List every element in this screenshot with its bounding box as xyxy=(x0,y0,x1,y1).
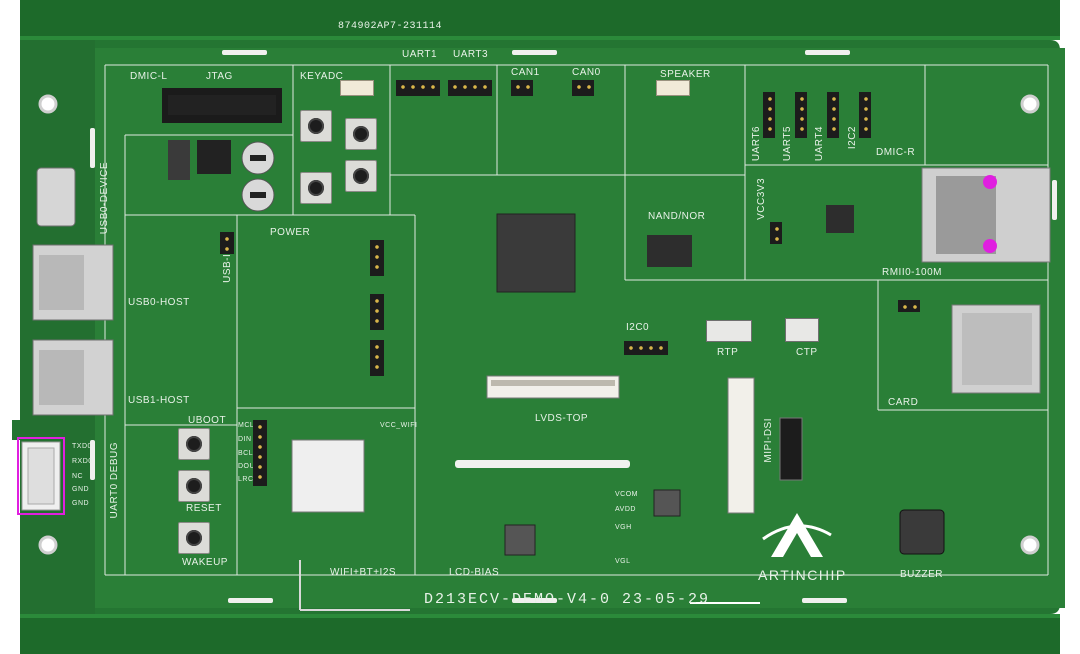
i2c2-header xyxy=(859,92,871,138)
label-card: CARD xyxy=(888,397,919,408)
i2s-pin-1: MCLK xyxy=(238,422,260,429)
uart0-pin-5: GND xyxy=(72,500,90,507)
label-wakeup: WAKEUP xyxy=(182,557,228,568)
i2s-pin-5: LRCK xyxy=(238,476,259,483)
reset-button[interactable] xyxy=(178,470,210,502)
rtp-connector xyxy=(706,320,752,342)
uart0-pin-2: RXD0 xyxy=(72,458,93,465)
i2s-pin-4: DOUT xyxy=(238,463,260,470)
uart1-header xyxy=(396,80,440,96)
label-rtp: RTP xyxy=(717,347,739,358)
lcd-bias-pin-4: VGL xyxy=(615,558,631,565)
i2s-header xyxy=(253,420,267,486)
label-keyadc: KEYADC xyxy=(300,71,344,82)
label-uart6: UART6 xyxy=(751,126,762,162)
uart0-pin-1: TXD0 xyxy=(72,443,92,450)
label-usb0-device: USB0-DEVICE xyxy=(99,162,110,235)
i2s-pin-2: DIN xyxy=(238,436,252,443)
label-reset: RESET xyxy=(186,503,222,514)
key-switch-1[interactable] xyxy=(300,110,332,142)
speaker-connector xyxy=(656,80,690,96)
label-mipi-dsi: MIPI-DSI xyxy=(763,418,774,463)
label-speaker: SPEAKER xyxy=(660,69,711,80)
vcc3v3-header xyxy=(770,222,782,244)
i2c0-header xyxy=(624,341,668,355)
uart0-pin-4: GND xyxy=(72,486,90,493)
label-uboot: UBOOT xyxy=(188,415,227,426)
uart0-pin-3: NC xyxy=(72,473,84,480)
power-header-3 xyxy=(370,340,384,376)
label-i2c0: I2C0 xyxy=(626,322,650,333)
lcd-bias-pin-1: VCOM xyxy=(615,491,638,498)
label-usb0-host: USB0-HOST xyxy=(128,297,190,308)
top-code: 874902AP7-231114 xyxy=(338,21,443,32)
label-i2c2: I2C2 xyxy=(847,126,858,150)
label-lcd-bias: LCD-BIAS xyxy=(449,567,500,578)
brand-name: ARTINCHIP xyxy=(758,567,847,583)
uboot-button[interactable] xyxy=(178,428,210,460)
label-vcc3v3: VCC3V3 xyxy=(756,178,767,220)
board-part-number: D213ECV-DEMO-V4-0 23-05-29 xyxy=(424,591,711,608)
card-header xyxy=(898,300,920,312)
uart6-header xyxy=(763,92,775,138)
uart5-header xyxy=(795,92,807,138)
wakeup-button[interactable] xyxy=(178,522,210,554)
key-switch-4[interactable] xyxy=(345,160,377,192)
lcd-bias-pin-3: VGH xyxy=(615,524,632,531)
label-uart3: UART3 xyxy=(453,49,489,60)
label-nand-nor: NAND/NOR xyxy=(648,211,706,222)
power-header-1 xyxy=(370,240,384,276)
label-ctp: CTP xyxy=(796,347,818,358)
label-dmic-r: DMIC-R xyxy=(876,147,916,158)
uart4-header xyxy=(827,92,839,138)
key-switch-3[interactable] xyxy=(300,172,332,204)
uart3-header xyxy=(448,80,492,96)
keyadc-connector xyxy=(340,80,374,96)
key-switch-2[interactable] xyxy=(345,118,377,150)
label-lvds-top: LVDS-TOP xyxy=(535,413,589,424)
usb-id-header xyxy=(220,232,234,254)
label-uart0-debug: UART0 DEBUG xyxy=(109,442,120,519)
power-header-2 xyxy=(370,294,384,330)
label-can1: CAN1 xyxy=(511,67,540,78)
label-uart1: UART1 xyxy=(402,49,438,60)
can0-header xyxy=(572,80,594,96)
label-uart4: UART4 xyxy=(814,126,825,162)
label-vcc-wifi: VCC_WIFI xyxy=(380,422,418,429)
label-dmic-l: DMIC-L xyxy=(130,71,168,82)
label-rmii0: RMII0-100M xyxy=(882,267,943,278)
label-uart5: UART5 xyxy=(782,126,793,162)
label-wifi: WIFI+BT+I2S xyxy=(330,567,397,578)
label-power: POWER xyxy=(270,227,311,238)
label-can0: CAN0 xyxy=(572,67,601,78)
lcd-bias-pin-2: AVDD xyxy=(615,506,636,513)
ctp-connector xyxy=(785,318,819,342)
i2s-pin-3: BCLK xyxy=(238,450,259,457)
can1-header xyxy=(511,80,533,96)
label-jtag: JTAG xyxy=(206,71,233,82)
label-buzzer: BUZZER xyxy=(900,569,943,580)
label-usb1-host: USB1-HOST xyxy=(128,395,190,406)
